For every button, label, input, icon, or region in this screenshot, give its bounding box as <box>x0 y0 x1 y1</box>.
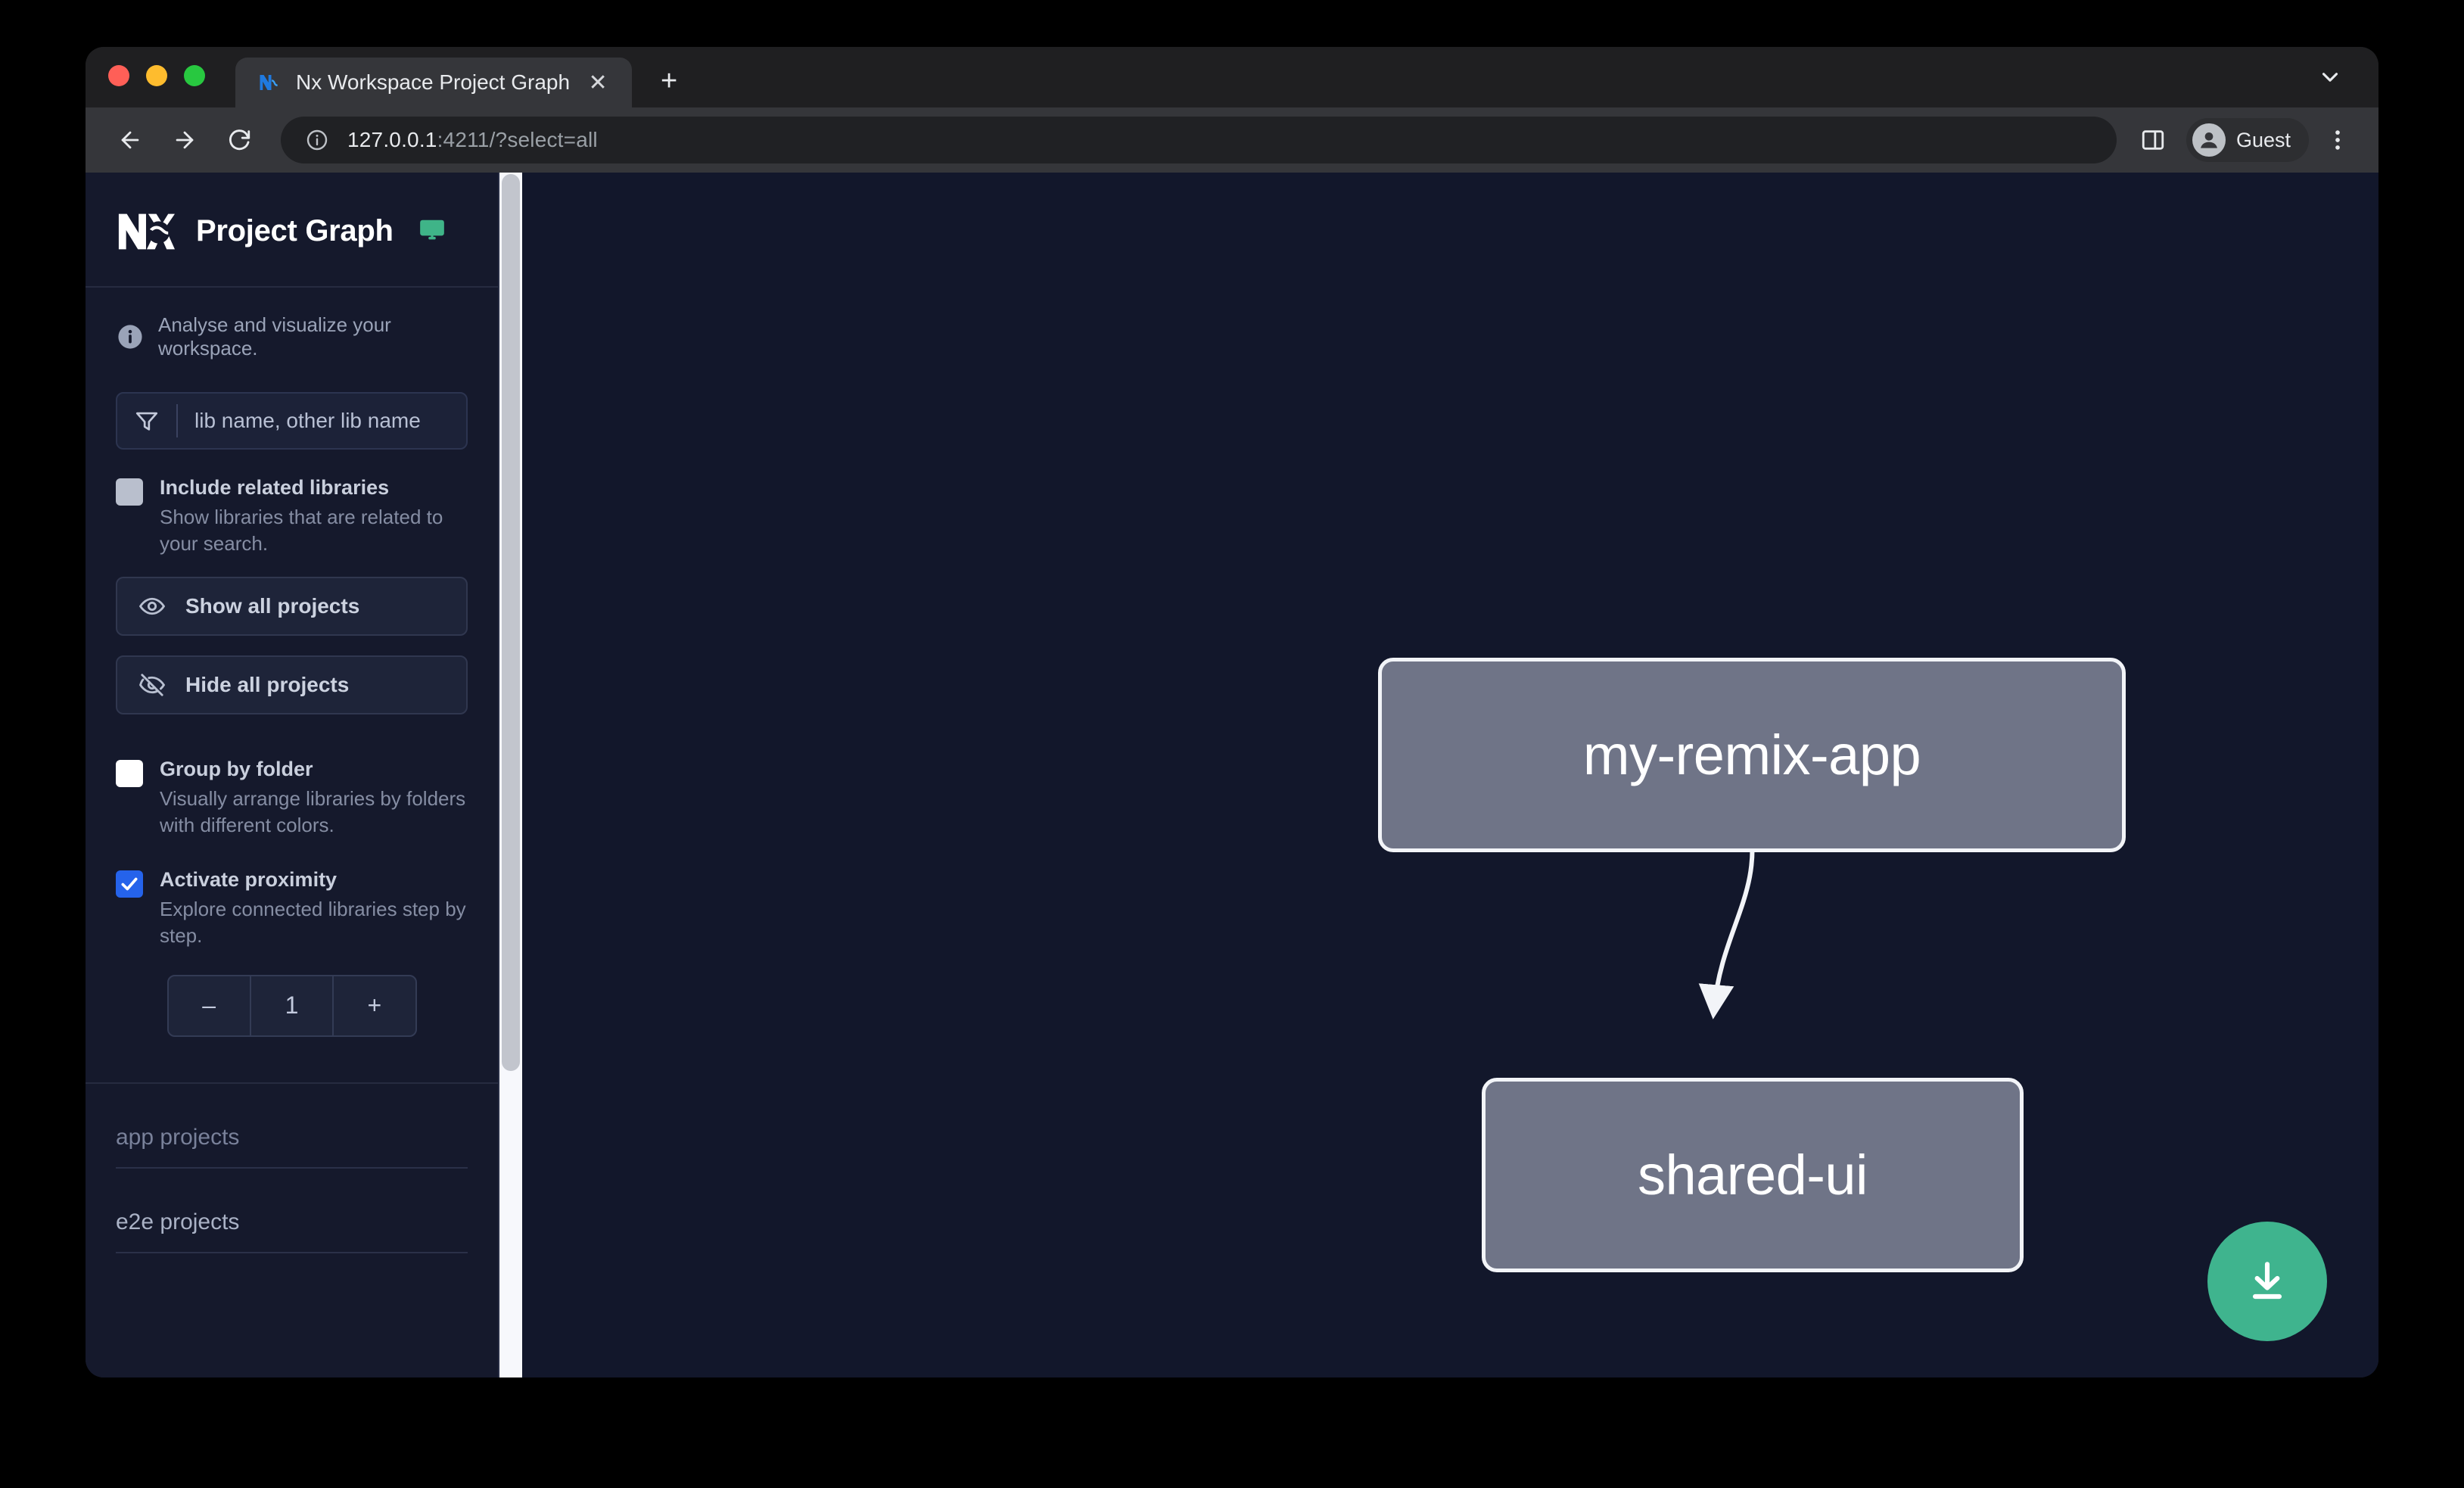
funnel-icon <box>134 408 160 434</box>
url-host: 127.0.0.1 <box>347 128 437 151</box>
option-description: Explore connected libraries step by step… <box>160 897 466 947</box>
page-content: Project Graph Analyse and visualize your… <box>86 173 2378 1377</box>
minimize-window-button[interactable] <box>146 65 167 86</box>
monitor-icon[interactable] <box>418 216 446 245</box>
sidebar-subtitle-row: Analyse and visualize your workspace. <box>86 288 498 383</box>
stepper-divider <box>332 976 334 1035</box>
eye-slash-icon <box>138 671 166 699</box>
proximity-value: 1 <box>285 991 299 1019</box>
maximize-window-button[interactable] <box>184 65 205 86</box>
option-label: Activate proximity <box>160 867 338 891</box>
close-tab-icon[interactable]: ✕ <box>588 70 608 95</box>
group-by-folder-checkbox[interactable] <box>116 759 143 787</box>
browser-tab[interactable]: Nx Workspace Project Graph ✕ <box>235 58 633 107</box>
close-window-button[interactable] <box>108 65 129 86</box>
option-include-related-libraries[interactable]: Include related libraries Show libraries… <box>116 475 468 557</box>
download-graph-button[interactable] <box>2207 1222 2327 1341</box>
graph-node-shared-ui[interactable]: shared-ui <box>1482 1078 2024 1272</box>
option-description: Show libraries that are related to your … <box>160 505 443 555</box>
option-group-by-folder[interactable]: Group by folder Visually arrange librari… <box>116 757 468 839</box>
sidebar-scrollbar-thumb[interactable] <box>502 174 520 1071</box>
graph-node-my-remix-app[interactable]: my-remix-app <box>1378 658 2126 852</box>
sidebar-divider <box>86 1082 498 1084</box>
group-header-e2e-projects[interactable]: e2e projects <box>116 1169 468 1253</box>
browser-toolbar: 127.0.0.1:4211/?select=all Guest <box>86 107 2378 173</box>
nx-logo-icon <box>116 209 175 253</box>
url-path: :4211/?select=all <box>437 128 598 151</box>
include-related-libraries-checkbox[interactable] <box>116 478 143 506</box>
project-graph-canvas[interactable]: my-remix-app shared-ui <box>522 173 2378 1377</box>
avatar <box>2192 123 2226 157</box>
browser-window: Nx Workspace Project Graph ✕ + 127.0.0.1… <box>86 47 2378 1377</box>
profile-name: Guest <box>2235 128 2291 151</box>
nx-favicon-icon <box>257 70 282 95</box>
reload-icon[interactable] <box>216 117 263 163</box>
new-tab-button[interactable]: + <box>660 64 678 97</box>
tab-strip: Nx Workspace Project Graph ✕ + <box>86 47 2378 107</box>
profile-button[interactable]: Guest <box>2186 118 2309 162</box>
chevron-down-icon[interactable] <box>2313 61 2347 94</box>
tab-title: Nx Workspace Project Graph <box>296 70 571 94</box>
sidebar: Project Graph Analyse and visualize your… <box>86 173 522 1377</box>
three-dot-menu-icon[interactable] <box>2316 119 2359 161</box>
show-all-projects-label: Show all projects <box>185 593 360 618</box>
address-bar[interactable]: 127.0.0.1:4211/?select=all <box>281 117 2117 163</box>
search-input[interactable] <box>194 409 468 433</box>
activate-proximity-checkbox[interactable] <box>116 870 143 898</box>
proximity-stepper: – 1 + <box>166 974 417 1037</box>
proximity-increment-button[interactable]: + <box>367 991 382 1019</box>
page-title: Project Graph <box>196 213 394 247</box>
site-info-icon[interactable] <box>303 126 331 154</box>
option-activate-proximity[interactable]: Activate proximity Explore connected lib… <box>116 867 468 949</box>
forward-arrow-icon[interactable] <box>161 117 208 163</box>
option-label: Include related libraries <box>160 476 390 499</box>
window-controls <box>108 47 205 107</box>
filter-divider <box>176 404 178 437</box>
sidebar-scrollbar[interactable] <box>499 173 522 1377</box>
filter-box[interactable] <box>116 392 468 450</box>
eye-icon <box>138 593 166 620</box>
proximity-decrement-button[interactable]: – <box>202 991 216 1019</box>
info-icon <box>117 324 143 350</box>
sidebar-body: Include related libraries Show libraries… <box>86 383 498 1037</box>
hide-all-projects-label: Hide all projects <box>185 672 350 696</box>
download-icon <box>2252 1262 2282 1300</box>
group-header-app-projects[interactable]: app projects <box>116 1084 468 1169</box>
option-label: Group by folder <box>160 757 313 780</box>
back-arrow-icon[interactable] <box>107 117 154 163</box>
sidebar-header: Project Graph <box>86 173 498 288</box>
sidebar-subtitle: Analyse and visualize your workspace. <box>158 313 391 360</box>
show-all-projects-button[interactable]: Show all projects <box>116 576 468 636</box>
url-text: 127.0.0.1:4211/?select=all <box>347 128 598 152</box>
hide-all-projects-button[interactable]: Hide all projects <box>116 655 468 714</box>
stepper-divider <box>249 976 251 1035</box>
option-description: Visually arrange libraries by folders wi… <box>160 786 466 836</box>
split-view-icon[interactable] <box>2132 119 2174 161</box>
